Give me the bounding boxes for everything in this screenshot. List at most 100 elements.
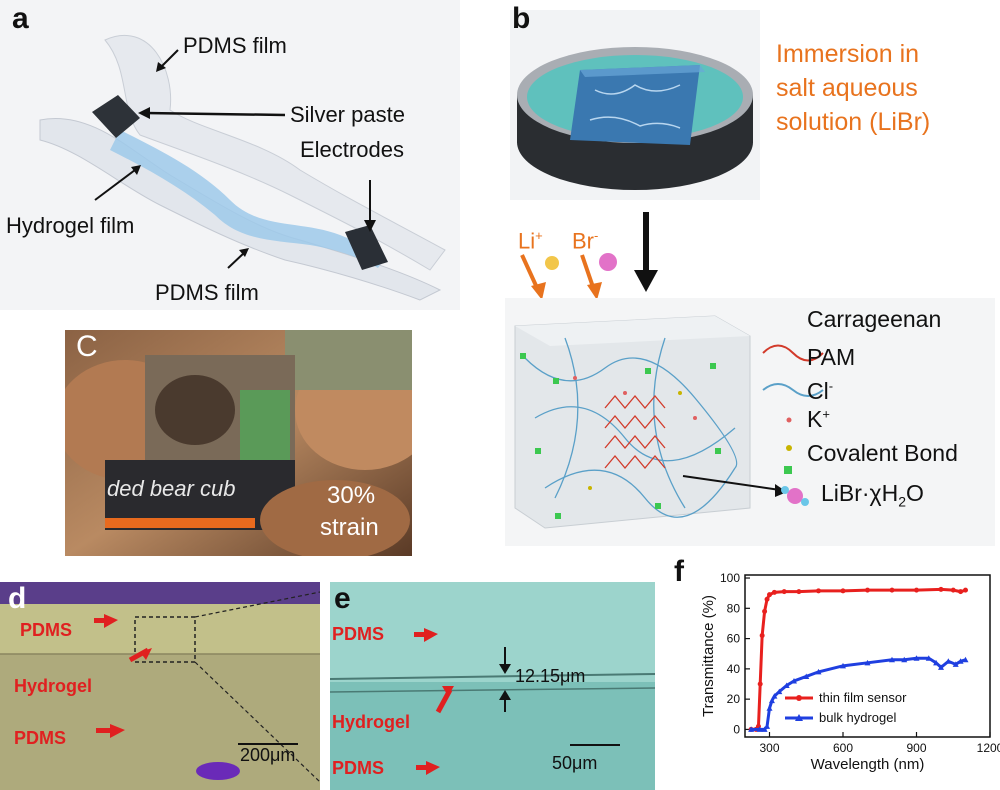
label-silver-paste: Silver paste (290, 102, 405, 127)
d-label-hydrogel: Hydrogel (14, 676, 93, 696)
e-scale-bar-label: 50μm (552, 753, 598, 773)
photo-caption-text: ded bear cub (107, 476, 236, 501)
series-0-point (865, 587, 870, 593)
series-0-point (889, 587, 895, 593)
panel-letter-a: a (12, 2, 29, 35)
strain-photo (65, 330, 412, 556)
ion-arrows (520, 212, 658, 300)
d-label-pdms-bottom: PDMS (14, 728, 67, 748)
series-1-point (952, 661, 959, 667)
label-hydrogel-film: Hydrogel film (6, 213, 135, 238)
legend-pam: PAM (807, 344, 856, 370)
series-1-point (925, 655, 932, 661)
panel-letter-b: b (512, 2, 531, 35)
series-0-point (759, 633, 765, 639)
series-1-point (945, 658, 952, 664)
cross-section-micrograph-e (330, 582, 655, 790)
network-cube-illustration (514, 315, 824, 529)
y-tick-label: 100 (720, 571, 740, 585)
cross-section-micrograph-d (0, 582, 320, 790)
electrode-right-shape (345, 225, 388, 270)
d-label-pdms-top: PDMS (20, 620, 73, 640)
plot-frame (744, 574, 991, 738)
legend-marker-1 (795, 714, 803, 721)
e-label-pdms-top: PDMS (332, 624, 385, 644)
hydrogel-film-shape (110, 130, 385, 268)
down-arrow-head (634, 270, 658, 292)
transmittance-chart: 3006009001200020406080100Wavelength (nm)… (700, 571, 1000, 773)
series-0-point (781, 589, 787, 595)
legend-covalent-bond: Covalent Bond (807, 440, 958, 466)
y-tick-label: 60 (727, 632, 741, 646)
series-1-point (933, 659, 940, 666)
electrode-left-shape (92, 95, 140, 138)
immersion-line-1: Immersion in (776, 40, 920, 68)
label-pdms-film-bottom: PDMS film (155, 280, 259, 305)
y-tick-label: 20 (727, 692, 741, 706)
series-0-point (914, 587, 919, 593)
series-1-point (815, 668, 822, 675)
y-tick-label: 80 (727, 601, 741, 615)
immersion-line-3: solution (LiBr) (776, 108, 931, 136)
legend-cl: Cl- (807, 378, 834, 404)
legend-marker-0 (796, 695, 802, 701)
y-axis-label: Transmittance (%) (700, 595, 717, 717)
series-1-point (803, 673, 810, 679)
series-0-point (762, 608, 768, 614)
label-pdms-film-top: PDMS film (183, 33, 287, 58)
legend-k: K+ (807, 406, 830, 432)
series-1-point (962, 656, 969, 663)
series-0-point (816, 588, 821, 594)
arrow-pdms-bottom (227, 251, 246, 269)
series-1-point (864, 659, 871, 666)
petri-dish-illustration (517, 47, 753, 190)
series-1-point (783, 682, 790, 689)
label-electrodes: Electrodes (300, 137, 404, 162)
panel-letter-c: C (76, 330, 98, 363)
series-1-point (840, 662, 846, 669)
d-scale-bar-label: 200μm (240, 745, 296, 765)
series-1-point (901, 656, 908, 663)
series-0-point (757, 681, 763, 687)
x-tick-label: 900 (906, 741, 926, 755)
arrow-hydrogel (94, 169, 136, 201)
arrow-silver-paste (144, 111, 286, 117)
legend-libr: LiBr·χH2O (821, 480, 924, 510)
x-tick-label: 300 (759, 741, 779, 755)
series-0-point (796, 589, 802, 595)
panel-letter-d: d (8, 582, 27, 615)
series-0-point (840, 588, 846, 594)
series-1-point (756, 726, 763, 732)
br-ion-icon (599, 253, 617, 271)
series-1-point (957, 658, 964, 664)
panel-letter-e: e (334, 582, 351, 615)
series-0-point (771, 589, 777, 595)
series-0-point (938, 586, 944, 592)
li-ion-icon (545, 256, 559, 270)
pdms-film-top-shape (104, 34, 446, 271)
x-axis-label: Wavelength (nm) (811, 756, 925, 773)
strain-line-2: strain (320, 514, 379, 541)
series-1-point (768, 697, 775, 704)
e-thickness-label: 12.15μm (515, 666, 586, 686)
li-ion-label: Li+ (518, 228, 543, 254)
series-1-point (766, 705, 773, 711)
e-label-hydrogel: Hydrogel (332, 712, 411, 732)
series-1-point (776, 688, 783, 695)
series-line-0 (751, 587, 966, 731)
panel-b-network: Carrageenan PAM Cl- K+ Covalent Bond LiB… (505, 298, 995, 546)
strain-line-1: 30% (327, 482, 376, 509)
arrow-pdms-top (159, 49, 179, 69)
series-1-point (761, 726, 768, 732)
series-0-point (950, 587, 956, 593)
panel-e-micrograph: PDMS 12.15μm Hydrogel PDMS 50μm (330, 582, 655, 790)
series-1-point (889, 656, 895, 663)
x-tick-label: 600 (833, 741, 853, 755)
legend-label-0: thin film sensor (819, 690, 907, 705)
panel-letter-f: f (674, 555, 684, 588)
br-ion-label: Br- (572, 228, 599, 254)
panel-a: PDMS film Silver paste Electrodes Hydrog… (0, 0, 460, 310)
immersion-line-2: salt aqueous (776, 74, 918, 102)
series-1-point (748, 726, 755, 732)
